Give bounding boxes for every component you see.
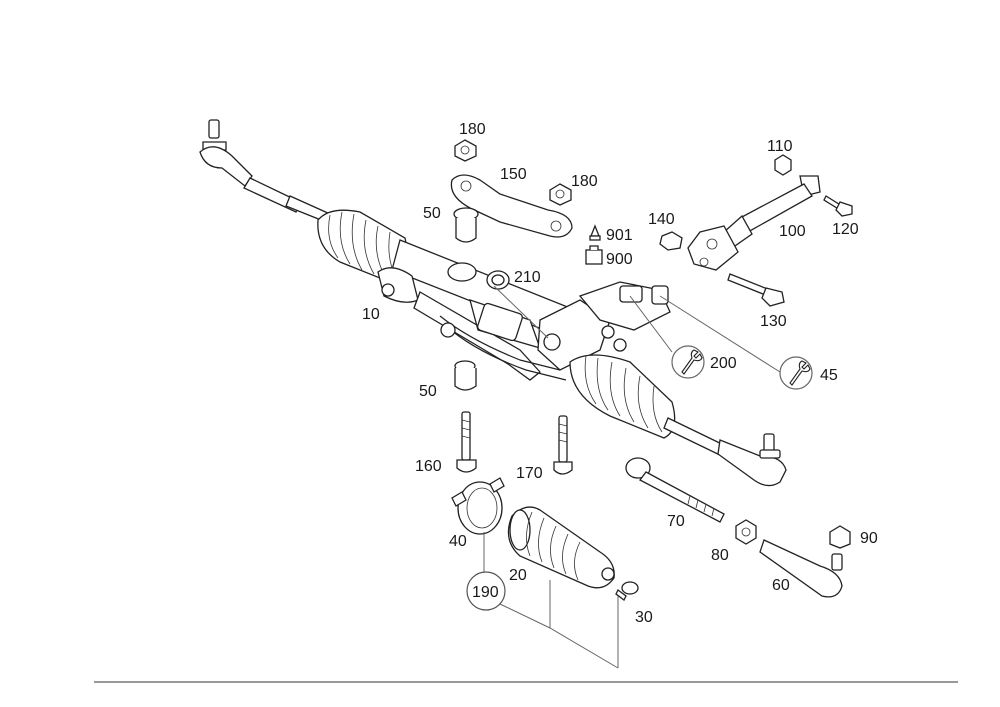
label-120: 120 (832, 221, 859, 238)
nut-180-top (454, 139, 477, 162)
label-140: 140 (648, 211, 675, 228)
label-50-top: 50 (423, 205, 441, 222)
rack-housing (317, 209, 676, 439)
label-160: 160 (415, 458, 442, 475)
label-60: 60 (772, 577, 790, 594)
label-45: 45 (820, 367, 838, 384)
box-icon (585, 245, 603, 265)
mounting-plate-150 (450, 174, 573, 238)
seal-210 (447, 262, 510, 290)
label-50-bottom: 50 (419, 383, 437, 400)
label-180-right: 180 (571, 173, 598, 190)
label-190: 190 (472, 584, 499, 601)
bolt-170 (553, 415, 573, 475)
inner-tie-rod-70 (625, 457, 725, 523)
left-tie-rod-end (199, 119, 331, 223)
label-10: 10 (362, 306, 380, 323)
right-tie-rod-end (663, 417, 787, 487)
nut-140 (659, 231, 683, 251)
label-90: 90 (860, 530, 878, 547)
label-70: 70 (667, 513, 685, 530)
label-180-top: 180 (459, 121, 486, 138)
boot-20 (507, 506, 615, 589)
label-80: 80 (711, 547, 729, 564)
label-20: 20 (509, 567, 527, 584)
tie-rod-end-60 (759, 539, 843, 598)
label-100: 100 (779, 223, 806, 240)
label-901: 901 (606, 227, 633, 244)
nut-180-right (549, 183, 572, 206)
label-210: 210 (514, 269, 541, 286)
label-40: 40 (449, 533, 467, 550)
nut-80 (735, 519, 757, 545)
label-30: 30 (635, 609, 653, 626)
label-200: 200 (710, 355, 737, 372)
callout-190-circle (466, 571, 506, 611)
bushing-50-bottom (454, 360, 477, 391)
nut-110 (774, 154, 792, 176)
label-130: 130 (760, 313, 787, 330)
label-150: 150 (500, 166, 527, 183)
bolt-130 (727, 273, 785, 307)
clamp-40 (451, 477, 505, 535)
label-170: 170 (516, 465, 543, 482)
steering-shaft-100 (687, 175, 821, 271)
wrench-icon (779, 356, 813, 390)
nut-90 (829, 525, 851, 549)
drop-icon (589, 224, 601, 241)
bushing-50-top (453, 207, 479, 243)
label-900: 900 (606, 251, 633, 268)
clamp-30 (615, 581, 639, 601)
bolt-160 (456, 411, 477, 473)
bolt-120 (823, 195, 853, 217)
label-110: 110 (767, 138, 793, 155)
wrench-icon (671, 345, 705, 379)
